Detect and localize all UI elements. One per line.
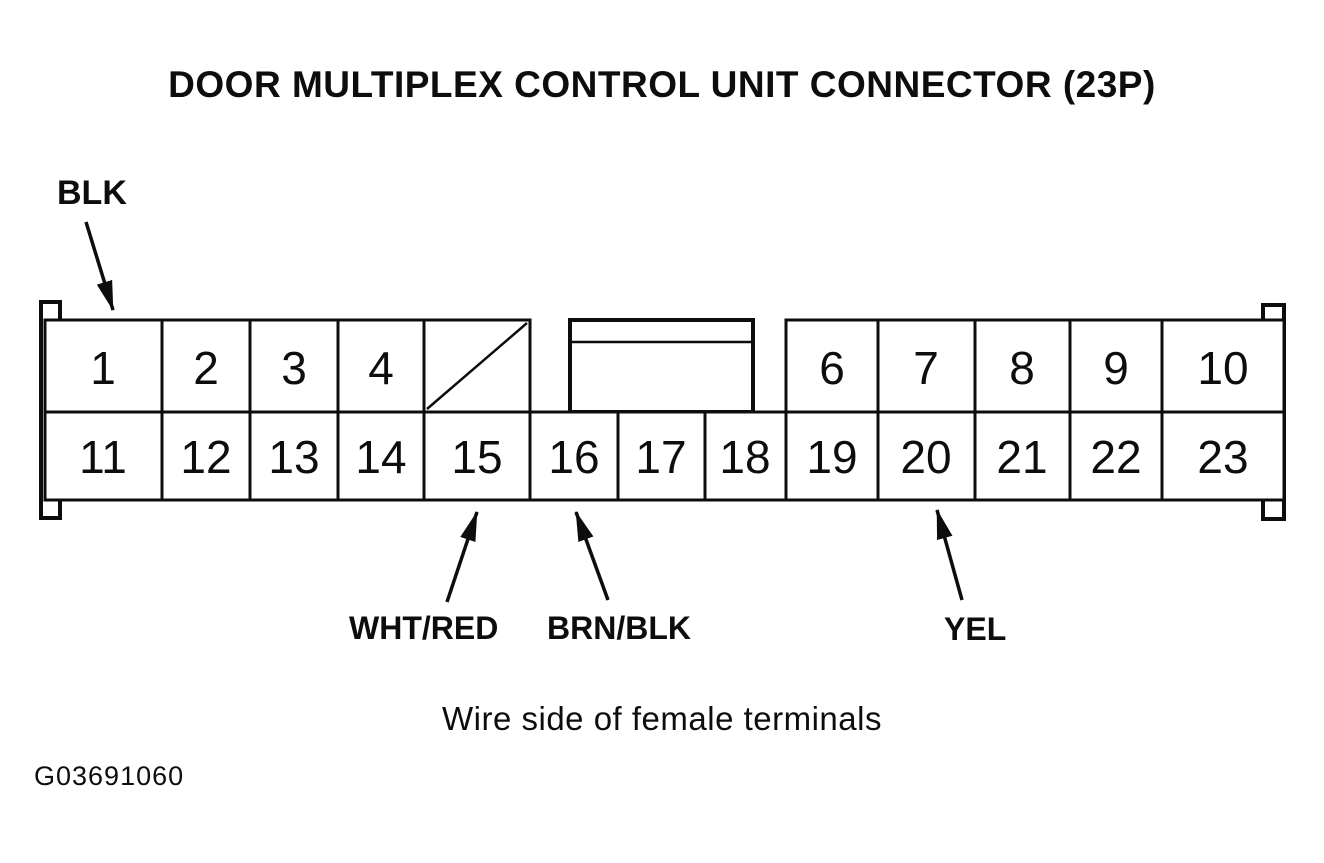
pin-cell-7: 7 — [876, 318, 977, 414]
blocked-cavity-slash — [426, 322, 528, 410]
left-flange — [39, 300, 62, 520]
wire-label-brn-blk: BRN/BLK — [547, 610, 691, 646]
pin-10-label: 10 — [1197, 342, 1248, 394]
brn-blk-arrow — [574, 511, 610, 601]
pin-7-label: 7 — [913, 342, 939, 394]
pin-cell-8: 8 — [973, 318, 1072, 414]
pin-15-label: 15 — [451, 431, 502, 483]
pin-cell-6: 6 — [784, 318, 880, 414]
pin-11-label: 11 — [79, 431, 127, 483]
pin-17-label: 17 — [635, 431, 686, 483]
blk-arrow — [84, 221, 115, 311]
pin-9-label: 9 — [1103, 342, 1129, 394]
yel-arrow — [935, 509, 964, 601]
pin-cell-3: 3 — [248, 318, 340, 414]
pin-23-label: 23 — [1197, 431, 1248, 483]
pin-21-label: 21 — [996, 431, 1047, 483]
blocked-cavity-cell — [422, 318, 532, 414]
pin-cell-16: 16 — [528, 410, 620, 502]
pin-cell-21: 21 — [973, 410, 1072, 502]
pin-cell-14: 14 — [336, 410, 426, 502]
pin-12-label: 12 — [180, 431, 231, 483]
pin-cell-18: 18 — [703, 410, 788, 502]
pin-22-label: 22 — [1090, 431, 1141, 483]
pin-cell-22: 22 — [1068, 410, 1164, 502]
wire-label-wht-red: WHT/RED — [349, 610, 499, 646]
pin-cell-20: 20 — [876, 410, 977, 502]
pin-6-label: 6 — [819, 342, 845, 394]
pin-cell-19: 19 — [784, 410, 880, 502]
pin-4-label: 4 — [368, 342, 394, 394]
diagram-title: DOOR MULTIPLEX CONTROL UNIT CONNECTOR (2… — [168, 64, 1156, 105]
wire-label-blk: BLK — [57, 174, 127, 212]
wht-red-arrow — [445, 511, 479, 603]
diagram-caption: Wire side of female terminals — [442, 700, 882, 737]
connector-keyway-box — [568, 318, 755, 414]
pin-cell-4: 4 — [336, 318, 426, 414]
pin-cell-1: 1 — [43, 318, 164, 414]
pin-cell-23: 23 — [1160, 410, 1286, 502]
pin-cell-12: 12 — [160, 410, 252, 502]
pin-19-label: 19 — [806, 431, 857, 483]
pin-18-label: 18 — [719, 431, 770, 483]
pin-20-label: 20 — [900, 431, 951, 483]
pin-cell-13: 13 — [248, 410, 340, 502]
wire-label-yel: YEL — [944, 611, 1007, 647]
pin-cell-15: 15 — [422, 410, 532, 502]
pin-cell-9: 9 — [1068, 318, 1164, 414]
pin-8-label: 8 — [1009, 342, 1035, 394]
pin-3-label: 3 — [281, 342, 307, 394]
pin-14-label: 14 — [355, 431, 406, 483]
pin-cell-17: 17 — [616, 410, 707, 502]
pin-cell-2: 2 — [160, 318, 252, 414]
pin-cell-11: 11 — [43, 410, 164, 502]
pin-13-label: 13 — [268, 431, 319, 483]
pin-2-label: 2 — [193, 342, 219, 394]
figure-id: G03691060 — [34, 761, 185, 791]
pin-cell-10: 10 — [1160, 318, 1286, 414]
pin-1-label: 1 — [90, 342, 116, 394]
pin-16-label: 16 — [548, 431, 599, 483]
